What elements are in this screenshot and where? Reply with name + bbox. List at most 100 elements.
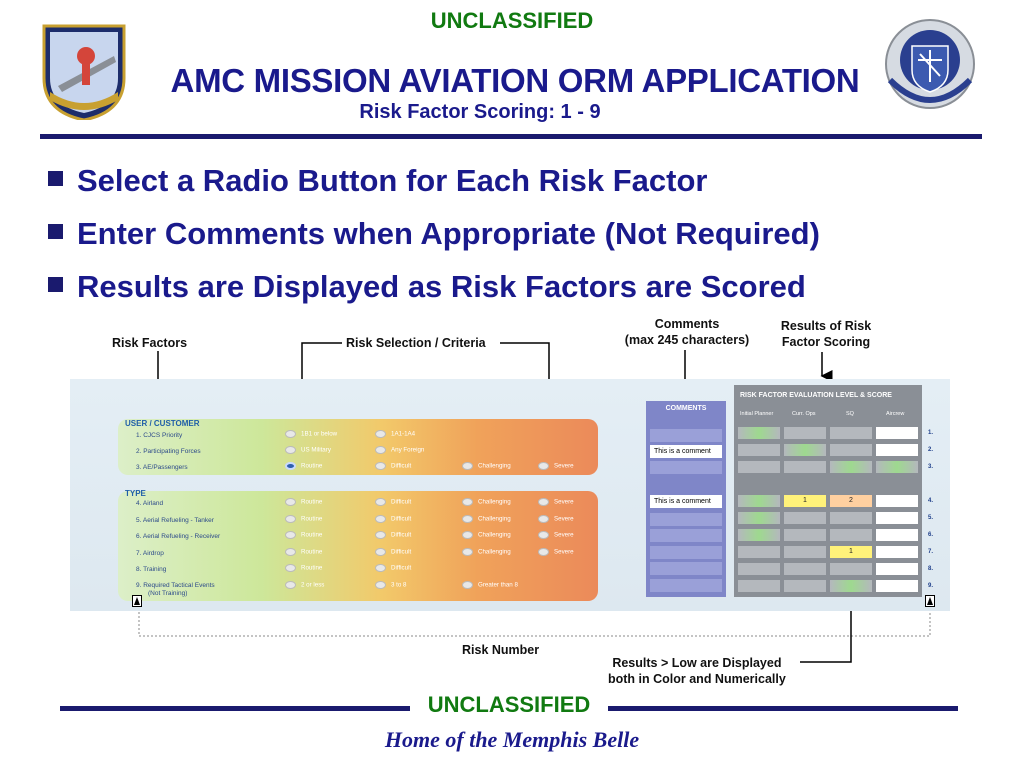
radio-option[interactable]: 1A1-1A4 bbox=[375, 430, 415, 438]
radio-option[interactable]: US Military bbox=[285, 446, 331, 454]
option-label: Severe bbox=[554, 531, 574, 539]
score-cell bbox=[830, 512, 872, 524]
radio-option[interactable]: Difficult bbox=[375, 498, 411, 506]
row-label: 4. Airland bbox=[136, 500, 164, 507]
option-label: 2 or less bbox=[301, 581, 325, 589]
comment-input[interactable]: This is a comment bbox=[650, 495, 722, 508]
row-label: 8. Training bbox=[136, 566, 167, 573]
section-user-customer: USER / CUSTOMER bbox=[125, 419, 200, 428]
row-label: 7. Airdrop bbox=[136, 550, 164, 557]
bullet-item: Enter Comments when Appropriate (Not Req… bbox=[48, 216, 820, 252]
comment-input[interactable] bbox=[650, 461, 722, 474]
risk-selection-label: Risk Selection / Criteria bbox=[346, 336, 486, 350]
radio-option[interactable]: Challenging bbox=[462, 462, 511, 470]
option-label: Challenging bbox=[478, 462, 511, 470]
row-number: 3. bbox=[928, 464, 934, 470]
radio-option[interactable]: Routine bbox=[285, 564, 322, 572]
results-low-label: Results > Low are Displayed both in Colo… bbox=[608, 655, 786, 687]
radio-option[interactable]: Challenging bbox=[462, 498, 511, 506]
comment-input[interactable] bbox=[650, 579, 722, 592]
option-label: Severe bbox=[554, 498, 574, 506]
radio-option[interactable]: Difficult bbox=[375, 564, 411, 572]
score-cell bbox=[830, 529, 872, 541]
row-label: 6. Aerial Refueling - Receiver bbox=[136, 533, 221, 540]
radio-option[interactable]: 3 to 8 bbox=[375, 581, 406, 589]
option-label: Severe bbox=[554, 462, 574, 470]
option-label: Routine bbox=[301, 515, 323, 523]
score-cell: 1 bbox=[830, 546, 872, 558]
classification-top: UNCLASSIFIED bbox=[430, 8, 594, 33]
radio-option[interactable]: Severe bbox=[538, 548, 574, 556]
risk-factors-label: Risk Factors bbox=[112, 336, 188, 350]
row-label: 9. Required Tactical Events bbox=[136, 582, 215, 589]
row-label-cont: (Not Training) bbox=[148, 590, 188, 597]
page-subtitle: Risk Factor Scoring: 1 - 9 bbox=[359, 101, 601, 123]
radio-option[interactable]: Severe bbox=[538, 531, 574, 539]
bullet-square-icon bbox=[48, 277, 63, 292]
score-column-header: Curr. Ops bbox=[792, 411, 816, 417]
row-label: 2. Participating Forces bbox=[136, 448, 201, 455]
radio-option[interactable]: Difficult bbox=[375, 548, 411, 556]
squadron-patch-logo bbox=[38, 16, 130, 122]
score-cell bbox=[738, 529, 780, 541]
option-label: Challenging bbox=[478, 531, 511, 539]
radio-option[interactable]: 1B1 or below bbox=[285, 430, 337, 438]
score-cell bbox=[784, 427, 826, 439]
radio-option[interactable]: Routine bbox=[285, 515, 322, 523]
radio-option[interactable]: Challenging bbox=[462, 531, 511, 539]
type-band bbox=[118, 491, 598, 601]
comment-input[interactable] bbox=[650, 429, 722, 442]
score-cell bbox=[876, 580, 918, 592]
row-number: 6. bbox=[928, 532, 934, 538]
comment-input[interactable] bbox=[650, 546, 722, 559]
risk-number-label: Risk Number bbox=[462, 643, 540, 657]
section-type: TYPE bbox=[125, 489, 146, 498]
radio-option[interactable]: Difficult bbox=[375, 531, 411, 539]
score-cell bbox=[784, 580, 826, 592]
radio-option[interactable]: Routine bbox=[285, 498, 322, 506]
option-label: Severe bbox=[554, 515, 574, 523]
bullet-text: Select a Radio Button for Each Risk Fact… bbox=[77, 163, 708, 198]
option-label: Challenging bbox=[478, 515, 511, 523]
comment-input[interactable] bbox=[650, 562, 722, 575]
radio-option[interactable]: Severe bbox=[538, 462, 574, 470]
comments-label-line2: (max 245 characters) bbox=[624, 333, 750, 347]
row-number: 1. bbox=[928, 430, 934, 436]
radio-option[interactable]: Routine bbox=[285, 548, 322, 556]
score-cell bbox=[876, 529, 918, 541]
option-label: Routine bbox=[301, 462, 323, 470]
score-cell bbox=[876, 546, 918, 558]
comment-input[interactable] bbox=[650, 529, 722, 542]
radio-option[interactable]: Greater than 8 bbox=[462, 581, 518, 589]
score-cell bbox=[738, 546, 780, 558]
score-column-header: Initial Planner bbox=[740, 411, 774, 417]
score-cell bbox=[738, 427, 780, 439]
radio-option[interactable]: 2 or less bbox=[285, 581, 324, 589]
option-label: US Military bbox=[301, 446, 331, 454]
radio-option[interactable]: Severe bbox=[538, 515, 574, 523]
radio-option[interactable]: Difficult bbox=[375, 462, 411, 470]
bullet-square-icon bbox=[48, 224, 63, 239]
radio-option[interactable]: Challenging bbox=[462, 515, 511, 523]
radio-option-selected[interactable]: Routine bbox=[285, 462, 322, 470]
comment-input[interactable] bbox=[650, 513, 722, 526]
radio-option[interactable]: Any Foreign bbox=[375, 446, 424, 454]
radio-option[interactable]: Challenging bbox=[462, 548, 511, 556]
option-label: Difficult bbox=[391, 531, 412, 539]
option-label: Challenging bbox=[478, 498, 511, 506]
row-label: 1. CJCS Priority bbox=[136, 432, 183, 439]
results-label: Results of Risk Factor Scoring bbox=[766, 318, 886, 350]
score-cell bbox=[784, 461, 826, 473]
option-label: Any Foreign bbox=[391, 446, 425, 454]
score-cell bbox=[876, 461, 918, 473]
option-label: Routine bbox=[301, 531, 323, 539]
comments-column: COMMENTS This is a comment This is a com… bbox=[646, 401, 726, 597]
row-number: 5. bbox=[928, 515, 934, 521]
radio-option[interactable]: Difficult bbox=[375, 515, 411, 523]
radio-option[interactable]: Severe bbox=[538, 498, 574, 506]
score-cell bbox=[876, 444, 918, 456]
comment-input[interactable]: This is a comment bbox=[650, 445, 722, 458]
radio-option[interactable]: Routine bbox=[285, 531, 322, 539]
classification-bottom: UNCLASSIFIED bbox=[427, 692, 591, 717]
score-cell: 1 bbox=[784, 495, 826, 507]
